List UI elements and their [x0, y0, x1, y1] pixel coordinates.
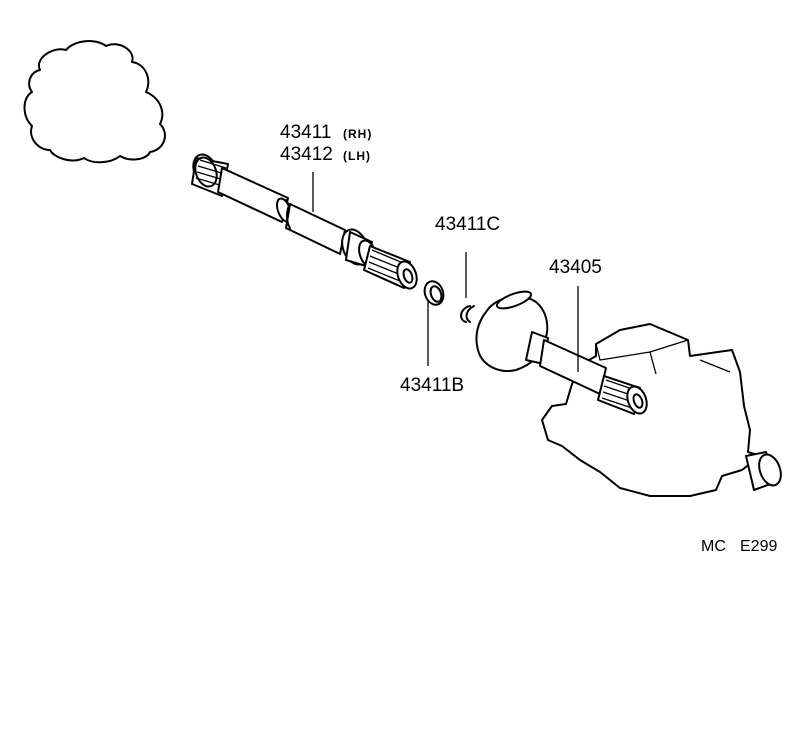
label-43405: 43405	[549, 257, 602, 278]
diagram-code: E299	[740, 538, 777, 555]
diagram-code-prefix: MC	[701, 538, 726, 555]
label-43411: 43411	[280, 122, 331, 143]
label-rh: (RH)	[343, 127, 372, 141]
snap-ring-b	[423, 280, 445, 306]
outboard-joint	[475, 290, 648, 415]
label-lh: (LH)	[343, 149, 371, 163]
cutaway-cloud	[23, 40, 166, 164]
label-43411b: 43411B	[400, 375, 464, 396]
snap-ring-c	[460, 305, 471, 323]
label-43411c: 43411C	[435, 214, 500, 235]
label-43412: 43412	[280, 144, 333, 165]
drive-shaft	[191, 153, 418, 290]
